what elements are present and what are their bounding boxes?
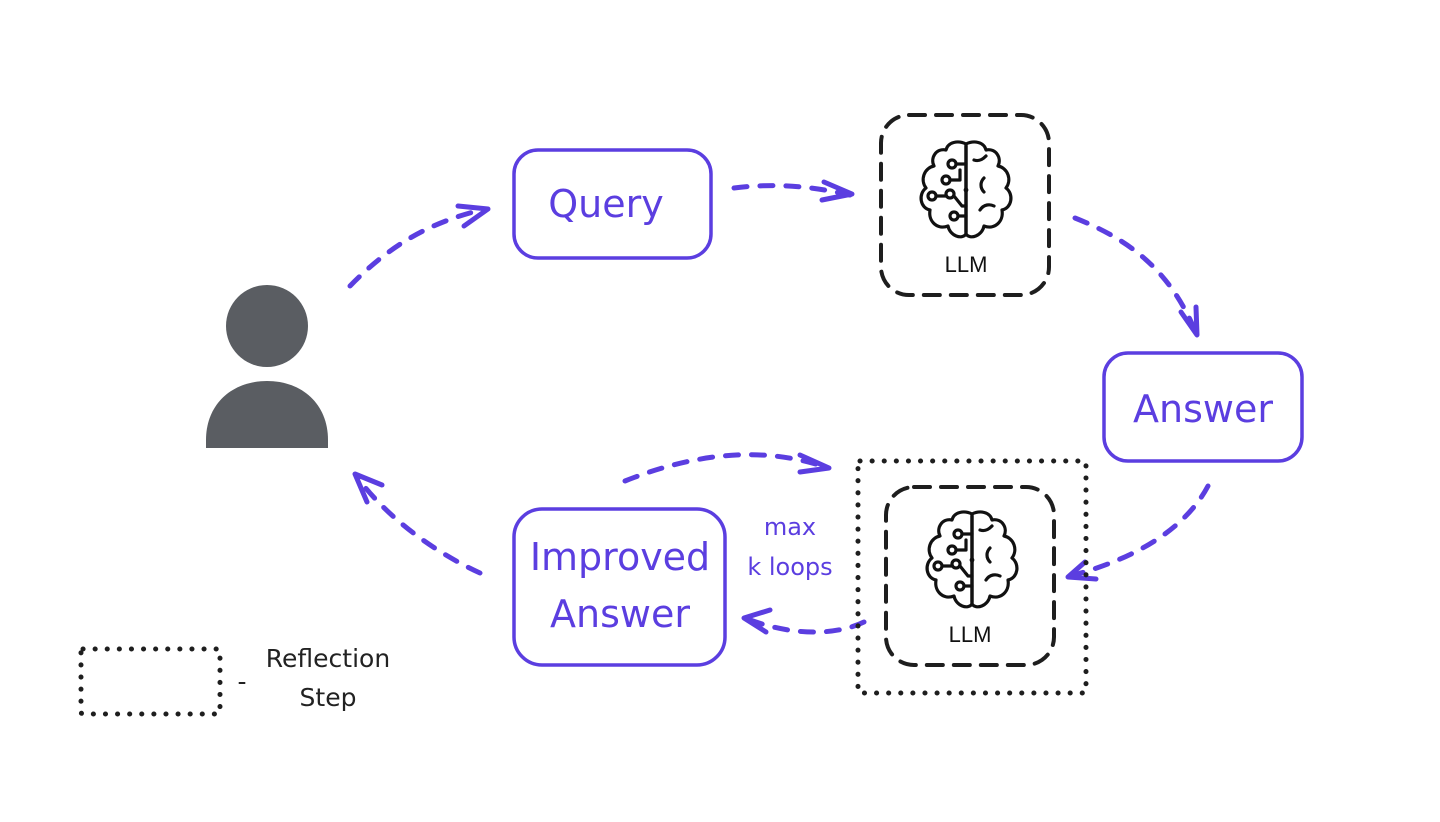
edge-answer-to-reflection [1065,483,1211,582]
legend: - Reflection Step [78,644,390,717]
user-body [206,381,328,448]
reflection-step[interactable]: LLM [855,458,1089,696]
arrowhead-icon [352,471,385,505]
query-label: Query [548,182,663,226]
improved-answer-line1: Improved [530,535,710,579]
improved-answer-line2: Answer [550,592,690,636]
legend-dash: - [237,667,246,696]
llm-reflect-label: LLM [949,622,992,647]
arrowhead-icon [797,452,832,475]
arrowhead-icon [741,607,773,635]
user-icon [206,285,328,448]
legend-line2: Step [300,683,357,712]
llm-top-label: LLM [945,252,988,277]
brain-icon [919,140,1013,239]
loop-annotation: max k loops [747,513,832,581]
improved-answer-node[interactable]: Improved Answer [512,507,727,667]
llm-node-top[interactable]: LLM [879,113,1051,297]
edge-improved-to-reflection [622,452,832,484]
arrowhead-icon [1178,304,1200,338]
edge-improved-to-user [352,471,483,576]
edge-user-to-query [347,203,491,289]
loop-annotation-line2: k loops [747,553,832,581]
brain-icon [925,510,1019,609]
arrowhead-icon [819,179,855,203]
legend-line1: Reflection [266,644,390,673]
reflection-step-border [855,458,1089,696]
edge-llm-to-answer [1072,215,1200,338]
query-node[interactable]: Query [512,148,713,260]
edge-query-to-llm [731,179,855,203]
answer-node[interactable]: Answer [1102,351,1304,463]
loop-annotation-line1: max [764,513,816,541]
legend-dotted-rectangle-icon [78,646,223,717]
user-head [226,285,308,367]
arrowhead-icon [455,203,491,229]
arrowhead-icon [1065,559,1099,582]
answer-label: Answer [1133,387,1273,431]
edge-reflection-to-improved [741,607,867,635]
